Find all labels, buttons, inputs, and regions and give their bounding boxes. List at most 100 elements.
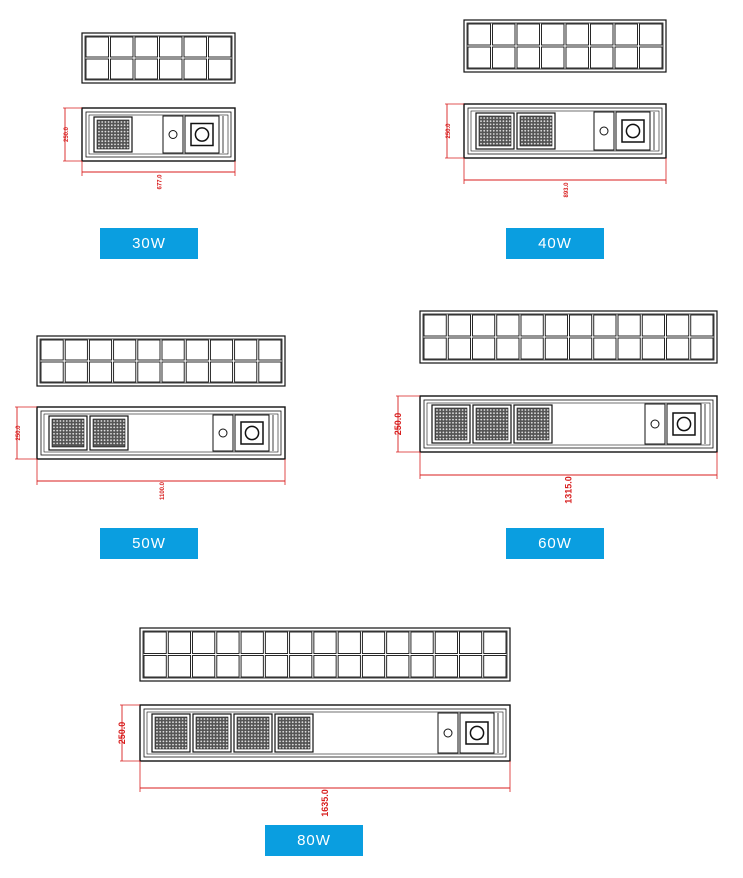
solar-cell bbox=[434, 655, 458, 678]
model-40w-drawing: 893.0 250.0 bbox=[445, 19, 667, 198]
solar-cell bbox=[639, 46, 663, 69]
solar-cell bbox=[40, 361, 64, 383]
solar-cell bbox=[192, 655, 216, 678]
model-badge-80w: 80W bbox=[265, 825, 363, 856]
solar-cell bbox=[361, 631, 386, 654]
height-dimension: 250.0 bbox=[63, 107, 82, 162]
height-dimension: 250.0 bbox=[15, 406, 37, 460]
solar-cell bbox=[565, 23, 589, 46]
solar-cell bbox=[541, 46, 565, 69]
solar-cell bbox=[666, 337, 690, 360]
solar-cell bbox=[216, 631, 240, 654]
solar-cell bbox=[258, 361, 282, 383]
solar-cell bbox=[143, 631, 167, 654]
solar-cell bbox=[569, 337, 593, 360]
solar-cell bbox=[137, 339, 161, 361]
lamp-body bbox=[139, 704, 511, 762]
solar-panel bbox=[139, 627, 511, 682]
height-dimension: 250.0 bbox=[445, 103, 464, 159]
solar-cell bbox=[544, 314, 568, 337]
lamp-body bbox=[419, 395, 718, 453]
width-dimension: 1100.0 bbox=[36, 459, 286, 500]
solar-cell bbox=[234, 361, 258, 383]
width-dimension: 893.0 bbox=[463, 158, 667, 198]
led-module bbox=[192, 713, 232, 753]
solar-cell bbox=[544, 337, 568, 360]
solar-cell bbox=[264, 655, 289, 678]
lamp-body bbox=[36, 406, 286, 460]
solar-cell bbox=[192, 631, 216, 654]
solar-cell bbox=[386, 631, 410, 654]
solar-cell bbox=[159, 58, 183, 80]
solar-cell bbox=[410, 655, 434, 678]
solar-cell bbox=[386, 655, 410, 678]
height-dimension: 250.0 bbox=[117, 704, 140, 762]
solar-cell bbox=[143, 655, 167, 678]
solar-cell bbox=[614, 46, 638, 69]
width-dimension: 1315.0 bbox=[419, 452, 718, 504]
solar-cell bbox=[209, 339, 234, 361]
solar-cell bbox=[516, 23, 540, 46]
solar-cell bbox=[88, 339, 113, 361]
solar-cell bbox=[593, 314, 617, 337]
solar-cell bbox=[185, 361, 209, 383]
model-badge-30w: 30W bbox=[100, 228, 198, 259]
solar-cell bbox=[467, 23, 491, 46]
solar-cell bbox=[216, 655, 240, 678]
solar-cell bbox=[110, 58, 134, 80]
solar-cell bbox=[64, 361, 88, 383]
solar-cell bbox=[593, 337, 617, 360]
solar-cell bbox=[516, 46, 540, 69]
sensor-compartment bbox=[437, 712, 499, 754]
solar-cell bbox=[113, 339, 137, 361]
solar-cell bbox=[472, 337, 496, 360]
solar-cell bbox=[167, 655, 191, 678]
sensor-compartment bbox=[644, 403, 706, 445]
solar-cell bbox=[208, 58, 232, 80]
solar-cell bbox=[590, 46, 614, 69]
height-dimension-label: 250.0 bbox=[446, 123, 452, 139]
height-dimension-label: 250.0 bbox=[64, 126, 70, 142]
solar-cell bbox=[447, 314, 471, 337]
width-dimension-label: 677.0 bbox=[158, 174, 164, 190]
solar-cell bbox=[183, 58, 207, 80]
solar-panel bbox=[419, 310, 718, 364]
solar-cell bbox=[240, 655, 264, 678]
solar-cell bbox=[137, 361, 161, 383]
solar-cell bbox=[569, 314, 593, 337]
solar-cell bbox=[113, 361, 137, 383]
solar-cell bbox=[85, 58, 109, 80]
solar-cell bbox=[208, 36, 232, 58]
solar-cell bbox=[690, 337, 714, 360]
sensor-compartment bbox=[593, 111, 655, 151]
solar-cell bbox=[690, 314, 714, 337]
solar-cell bbox=[313, 655, 337, 678]
solar-cell bbox=[541, 23, 565, 46]
led-module bbox=[472, 404, 512, 444]
solar-cell bbox=[361, 655, 386, 678]
led-module bbox=[475, 112, 515, 150]
solar-cell bbox=[258, 339, 282, 361]
solar-cell bbox=[459, 631, 483, 654]
led-module bbox=[233, 713, 273, 753]
solar-cell bbox=[459, 655, 483, 678]
solar-cell bbox=[110, 36, 134, 58]
solar-cell bbox=[134, 36, 158, 58]
width-dimension-label: 1635.0 bbox=[320, 789, 330, 817]
solar-cell bbox=[423, 314, 447, 337]
solar-cell bbox=[289, 655, 313, 678]
solar-cell bbox=[337, 655, 361, 678]
height-dimension-label: 250.0 bbox=[16, 425, 22, 441]
solar-cell bbox=[614, 23, 638, 46]
solar-cell bbox=[617, 314, 641, 337]
width-dimension: 1635.0 bbox=[139, 761, 511, 817]
led-module bbox=[513, 404, 553, 444]
solar-cell bbox=[520, 337, 544, 360]
solar-cell bbox=[64, 339, 88, 361]
model-50w-drawing: 1100.0 250.0 bbox=[15, 335, 286, 500]
solar-cell bbox=[639, 23, 663, 46]
solar-cell bbox=[40, 339, 64, 361]
solar-cell bbox=[313, 631, 337, 654]
solar-cell bbox=[337, 631, 361, 654]
